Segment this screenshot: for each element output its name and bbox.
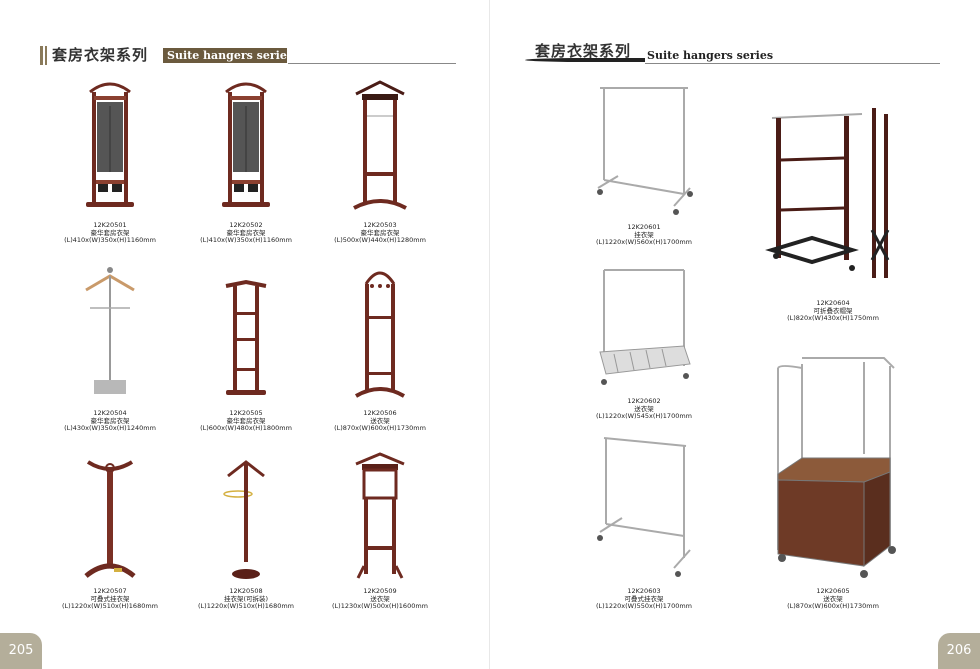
product-code: 12K20605 [816, 587, 850, 595]
page-number-right: 206 [938, 633, 980, 669]
product-code: 12K20504 [93, 409, 127, 417]
section-title-en: Suite hangers series [167, 49, 294, 62]
product-code: 12K20505 [229, 409, 263, 417]
product-name: 送衣架 [634, 404, 654, 413]
product-code: 12K20509 [363, 587, 397, 595]
product-size: (L)430x(W)350x(H)1240mm [64, 424, 156, 432]
product-name: 挂衣架(可拆装) [223, 594, 269, 603]
product-caption: 12K20505 豪华套房衣架 (L)600x(W)480x(H)1800mm [191, 409, 301, 433]
product-size: (L)410x(W)350x(H)1160mm [64, 236, 156, 244]
product-code: 12K20502 [229, 221, 263, 229]
pedestal-valet-icon [84, 460, 136, 578]
chrome-valet-stand-icon [85, 267, 135, 394]
product-size: (L)1220x(W)545x(H)1700mm [596, 412, 692, 420]
product-name: 豪华套房衣架 [226, 416, 266, 425]
product-caption: 12K20603 可叠式挂衣架 (L)1220x(W)550x(H)1700mm [589, 587, 699, 611]
product-code: 12K20503 [363, 221, 397, 229]
page-header-right: 套房衣架系列 Suite hangers series [525, 40, 940, 66]
section-title-cn: 套房衣架系列 [535, 42, 632, 60]
product-caption: 12K20508 挂衣架(可拆装) (L)1220x(W)510x(H)1680… [191, 587, 301, 611]
product-caption: 12K20605 送衣架 (L)870x(W)600x(H)1730mm [778, 587, 888, 611]
product-size: (L)820x(W)430x(H)1750mm [787, 314, 879, 322]
product-name: 豪华套房衣架 [360, 228, 400, 237]
product-name: 送衣架 [370, 416, 390, 425]
product-size: (L)1230x(W)500x(H)1600mm [332, 602, 428, 610]
valet-stand-with-trousers-icon [222, 82, 270, 207]
product-name: 豪华套房衣架 [90, 416, 130, 425]
product-size: (L)1220x(W)510x(H)1680mm [62, 602, 158, 610]
product-size: (L)600x(W)480x(H)1800mm [200, 424, 292, 432]
header-rule [288, 63, 456, 64]
product-size: (L)1220x(W)550x(H)1700mm [596, 602, 692, 610]
product-code: 12K20602 [627, 397, 661, 405]
product-caption: 12K20506 送衣架 (L)870x(W)600x(H)1730mm [325, 409, 435, 433]
section-title-cn: 套房衣架系列 [52, 46, 149, 64]
product-code: 12K20604 [816, 299, 850, 307]
wood-valet-stand-icon [225, 279, 267, 395]
header-swoosh [525, 58, 645, 62]
product-name: 豪华套房衣架 [226, 228, 266, 237]
luggage-garment-cart-icon [777, 357, 896, 578]
valet-stand-with-trousers-icon [86, 82, 134, 207]
hook-stand-icon [354, 271, 406, 398]
valet-chair-stand-icon [355, 452, 405, 579]
valet-stand-icon [353, 80, 407, 210]
rolling-garment-rack-icon [597, 87, 693, 215]
page-fold [489, 0, 490, 669]
folding-wood-rack-icon [765, 108, 890, 278]
garment-rack-with-basket-icon [599, 269, 691, 385]
product-size: (L)870x(W)600x(H)1730mm [787, 602, 879, 610]
product-caption: 12K20604 可折叠衣帽架 (L)820x(W)430x(H)1750mm [778, 299, 888, 323]
header-accent-bar [45, 46, 47, 65]
product-code: 12K20603 [627, 587, 661, 595]
product-code: 12K20508 [229, 587, 263, 595]
product-code: 12K20507 [93, 587, 127, 595]
product-code: 12K20506 [363, 409, 397, 417]
product-code: 12K20601 [627, 223, 661, 231]
product-caption: 12K20602 送衣架 (L)1220x(W)545x(H)1700mm [589, 397, 699, 421]
product-name: 可叠式挂衣架 [624, 594, 664, 603]
product-caption: 12K20507 可叠式挂衣架 (L)1220x(W)510x(H)1680mm [55, 587, 165, 611]
product-size: (L)870x(W)600x(H)1730mm [334, 424, 426, 432]
product-name: 可折叠衣帽架 [813, 306, 853, 315]
product-caption: 12K20504 豪华套房衣架 (L)430x(W)350x(H)1240mm [55, 409, 165, 433]
page-header-left: 套房衣架系列 Suite hangers series [40, 44, 460, 66]
folding-garment-rack-icon [597, 437, 691, 577]
product-size: (L)1220x(W)560x(H)1700mm [596, 238, 692, 246]
product-caption: 12K20601 挂衣架 (L)1220x(W)560x(H)1700mm [589, 223, 699, 247]
product-name: 可叠式挂衣架 [90, 594, 130, 603]
pedestal-valet-icon [223, 460, 265, 579]
product-size: (L)410x(W)350x(H)1160mm [200, 236, 292, 244]
product-caption: 12K20502 豪华套房衣架 (L)410x(W)350x(H)1160mm [191, 221, 301, 245]
product-name: 挂衣架 [634, 230, 654, 239]
product-name: 送衣架 [823, 594, 843, 603]
product-size: (L)1220x(W)510x(H)1680mm [198, 602, 294, 610]
section-title-en-box: Suite hangers series [163, 48, 293, 63]
product-size: (L)500x(W)440x(H)1280mm [334, 236, 426, 244]
product-name: 送衣架 [370, 594, 390, 603]
product-caption: 12K20501 豪华套房衣架 (L)410x(W)350x(H)1160mm [55, 221, 165, 245]
header-rule [645, 63, 940, 64]
page-number-left: 205 [0, 633, 42, 669]
section-title-en: Suite hangers series [647, 49, 774, 62]
product-caption: 12K20503 豪华套房衣架 (L)500x(W)440x(H)1280mm [325, 221, 435, 245]
product-name: 豪华套房衣架 [90, 228, 130, 237]
product-code: 12K20501 [93, 221, 127, 229]
product-caption: 12K20509 送衣架 (L)1230x(W)500x(H)1600mm [325, 587, 435, 611]
header-accent-bar [40, 46, 43, 65]
